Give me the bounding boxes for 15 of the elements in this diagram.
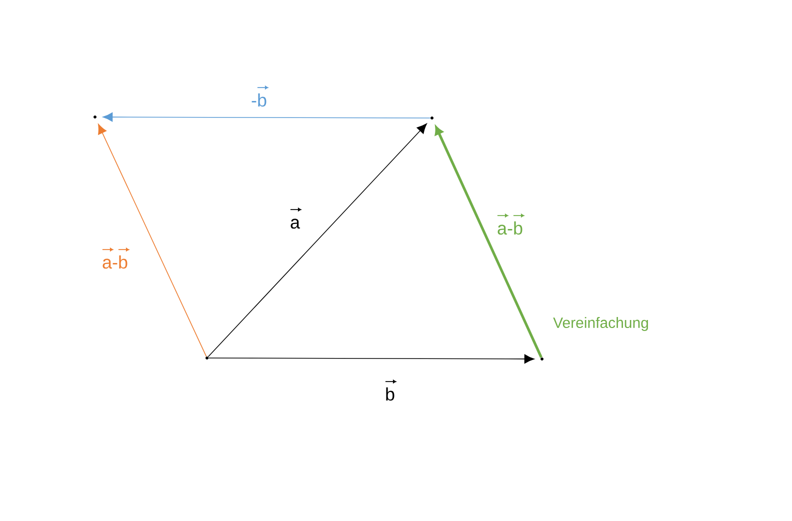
vertex-point xyxy=(94,116,96,118)
vector-label: -b xyxy=(252,86,268,107)
vector-arrow xyxy=(98,124,207,357)
vector-arrow xyxy=(208,354,534,364)
vector-arrow xyxy=(102,112,431,122)
annotation-text: Vereinfachung xyxy=(553,317,648,331)
vector-arrow xyxy=(434,126,542,358)
vector-label: b xyxy=(385,380,396,401)
vertex-point xyxy=(206,356,208,360)
vertex-point xyxy=(540,358,544,360)
vector-arrow xyxy=(208,123,427,358)
vector-label: a-b xyxy=(102,248,130,269)
vertex-point xyxy=(430,116,434,120)
vector-label: a-b xyxy=(497,214,524,235)
vector-label: a xyxy=(290,208,302,229)
